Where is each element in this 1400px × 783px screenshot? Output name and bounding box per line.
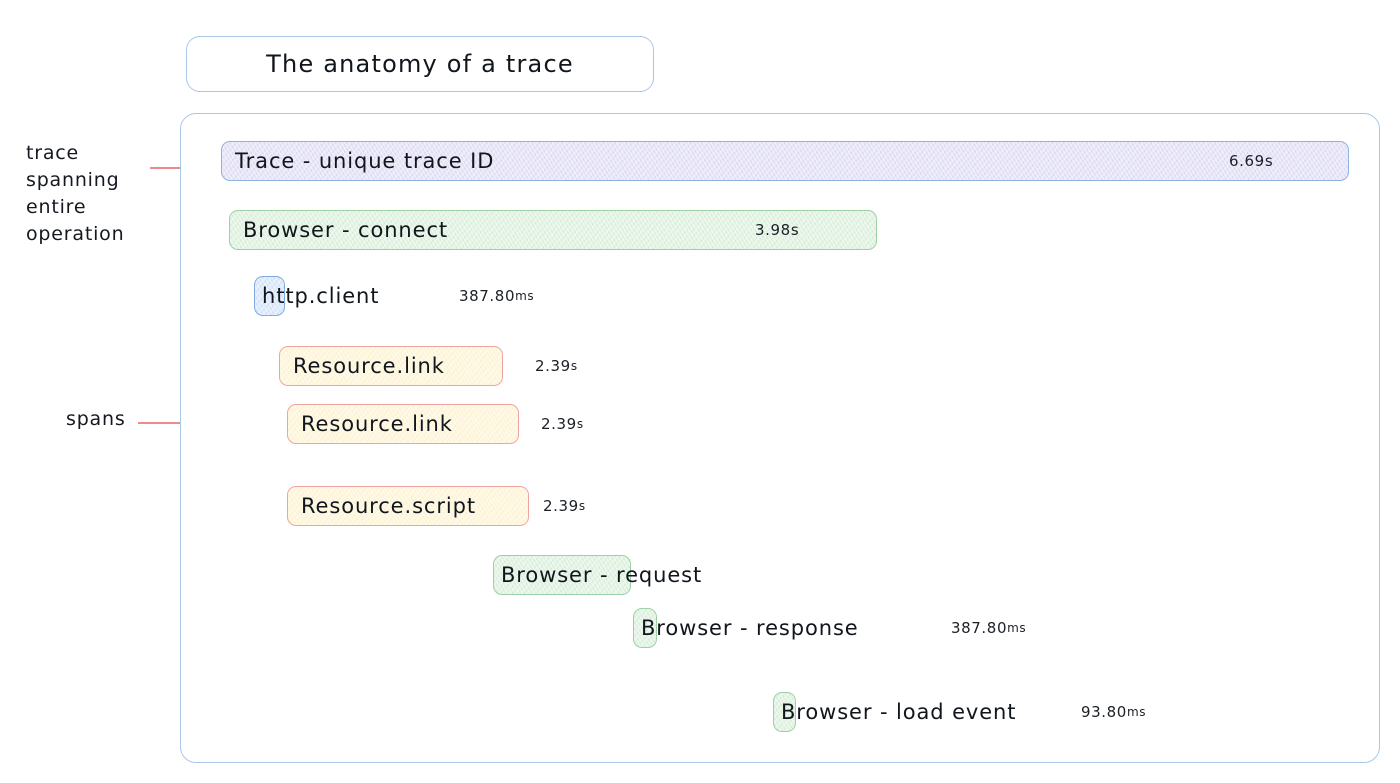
span-bar[interactable] <box>254 276 285 316</box>
span-bar[interactable] <box>287 404 519 444</box>
span-name-label: Resource.link <box>293 354 445 378</box>
annotation-spans-leader-line <box>138 422 214 424</box>
span-bar[interactable] <box>221 141 1349 181</box>
span-bar[interactable] <box>287 486 529 526</box>
span-name-label: Browser - response <box>641 616 859 640</box>
annotation-trace-label: trace spanning entire operation <box>26 142 125 245</box>
span-bar[interactable] <box>773 692 796 732</box>
title-card: The anatomy of a trace <box>186 36 654 92</box>
span-bar[interactable] <box>633 608 657 648</box>
span-name-label: Resource.link <box>301 412 453 436</box>
span-name-label: Browser - request <box>501 563 703 587</box>
span-name-label: Resource.script <box>301 494 476 518</box>
page-title: The anatomy of a trace <box>266 50 574 78</box>
annotation-trace-leader-line <box>150 167 204 169</box>
span-name-label: Browser - load event <box>781 700 1017 724</box>
span-bar[interactable] <box>229 210 877 250</box>
span-name-label: Browser - connect <box>243 218 449 242</box>
span-bar[interactable] <box>493 555 631 595</box>
span-name-label: http.client <box>262 284 380 308</box>
span-bar[interactable] <box>279 346 503 386</box>
annotation-spans-label: spans <box>66 408 126 430</box>
span-name-label: Trace - unique trace ID <box>235 149 495 173</box>
